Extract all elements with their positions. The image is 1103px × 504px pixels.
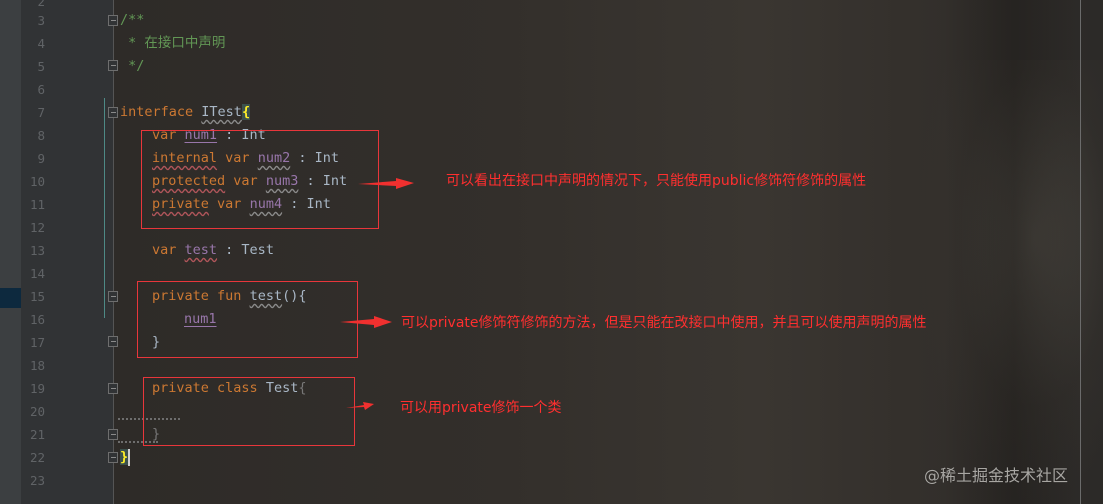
annotation-note-method: 可以private修饰符修饰的方法，但是只能在改接口中使用，并且可以使用声明的属… [401, 315, 927, 331]
matched-brace: { [241, 104, 251, 120]
line-number: 15 [29, 289, 45, 304]
fold-toggle-icon[interactable] [108, 452, 118, 463]
type-annotation: : Int [298, 173, 348, 189]
text-caret [128, 448, 131, 466]
warning-squiggle [118, 437, 158, 443]
interface-name: ITest [201, 104, 242, 120]
code-line-9: internal var num2 : Int [152, 147, 339, 170]
line-number: 20 [29, 404, 45, 419]
keyword: var [217, 196, 242, 212]
type-annotation: : Test [217, 242, 274, 258]
line-number: 6 [37, 82, 45, 97]
annotation-box-method [137, 281, 358, 358]
code-line-16: num1 [184, 308, 217, 331]
annotation-note-properties: 可以看出在接口中声明的情况下，只能使用public修饰符修饰的属性 [446, 173, 867, 189]
fold-toggle-icon[interactable] [108, 336, 118, 347]
line-number: 3 [37, 13, 45, 28]
modifier: private [152, 288, 209, 304]
line-number-gutter [21, 0, 114, 504]
line-number: 16 [29, 312, 45, 327]
line-number: 5 [37, 59, 45, 74]
fold-toggle-icon[interactable] [108, 383, 118, 394]
fold-toggle-icon[interactable] [108, 107, 118, 118]
keyword: var [152, 242, 177, 258]
modifier: private [152, 196, 209, 212]
type-annotation: : Int [217, 127, 266, 143]
right-margin-guide [1080, 0, 1081, 504]
function-name: test [249, 288, 283, 304]
keyword: class [217, 380, 258, 396]
code-line-19: private class Test{ [152, 377, 306, 400]
code-line-7: interface ITest{ [120, 101, 251, 124]
code-line-21: } [152, 426, 161, 442]
line-number: 10 [29, 174, 45, 189]
keyword: fun [217, 288, 242, 304]
keyword: var [152, 127, 177, 143]
keyword: var [233, 173, 258, 189]
property-name: num4 [249, 196, 283, 212]
code-line-3: /** [120, 12, 145, 28]
type-annotation: : Int [282, 196, 331, 212]
function-params: (){ [282, 288, 307, 304]
property-name: num1 [184, 127, 218, 143]
background-image-shadow [944, 0, 1084, 504]
code-line-17: } [152, 334, 161, 350]
line-number: 7 [37, 105, 45, 120]
line-number: 18 [29, 358, 45, 373]
background-image [914, 60, 1103, 504]
code-line-13: var test : Test [152, 239, 274, 262]
line-number: 11 [29, 197, 45, 212]
line-number: 8 [37, 128, 45, 143]
line-number: 22 [29, 450, 45, 465]
line-number: 14 [29, 266, 45, 281]
annotation-box-class [143, 377, 355, 446]
line-number: 21 [29, 427, 45, 442]
line-number: 9 [37, 151, 45, 166]
annotation-box-properties [141, 130, 379, 229]
code-line-11: private var num4 : Int [152, 193, 331, 216]
line-number: 2 [37, 0, 45, 9]
keyword: var [225, 150, 250, 166]
fold-toggle-icon[interactable] [108, 291, 118, 302]
code-line-4: * 在接口中声明 [120, 35, 226, 51]
line-number: 23 [29, 473, 45, 488]
line-number: 17 [29, 335, 45, 350]
matched-brace: } [120, 449, 129, 465]
class-name: Test [265, 380, 299, 396]
modifier: protected [152, 173, 226, 189]
property-name: test [184, 242, 218, 258]
indent-guide [104, 98, 105, 318]
code-line-22: } [120, 446, 131, 469]
line-number: 13 [29, 243, 45, 258]
property-name: num3 [265, 173, 299, 189]
gutter-divider [113, 0, 114, 504]
type-annotation: : Int [290, 150, 339, 166]
fold-toggle-icon[interactable] [108, 429, 118, 440]
line-number: 12 [29, 220, 45, 235]
code-line-8: var num1 : Int [152, 124, 266, 147]
keyword: interface [120, 104, 194, 120]
line-number: 4 [37, 36, 45, 51]
code-line-10: protected var num3 : Int [152, 170, 347, 193]
property-reference: num1 [184, 311, 217, 327]
property-name: num2 [257, 150, 291, 166]
warning-squiggle [118, 414, 180, 420]
modifier: internal [152, 150, 218, 166]
watermark: @稀土掘金技术社区 [924, 466, 1069, 485]
fold-toggle-icon[interactable] [108, 60, 118, 71]
fold-toggle-icon[interactable] [108, 15, 118, 26]
line-number: 19 [29, 381, 45, 396]
brace: { [298, 380, 307, 396]
code-line-15: private fun test(){ [152, 285, 306, 308]
modifier: private [152, 380, 209, 396]
tool-window-strip [0, 0, 21, 504]
active-tool-marker [0, 288, 21, 308]
annotation-note-class: 可以用private修饰一个类 [400, 400, 562, 416]
code-line-5: */ [120, 58, 145, 74]
